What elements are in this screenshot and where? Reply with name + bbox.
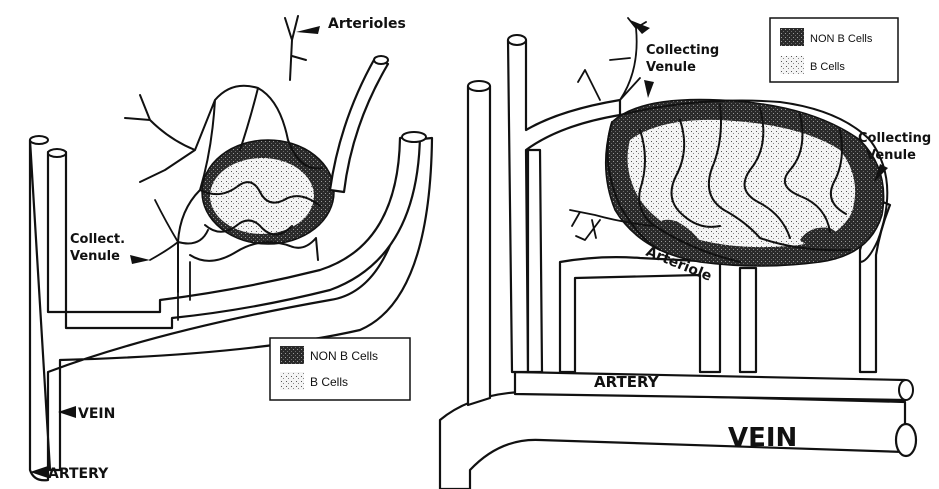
right-label-vein: VEIN [728,423,797,453]
right-label-collecting-top-line1: Collecting [646,43,719,58]
right-vein-opening [896,424,916,456]
right-arrow-collecting-top [630,20,650,34]
right-vertical-vein [468,86,490,405]
right-panel: Collecting Venule Collecting Venule Arte… [440,18,931,489]
right-legend-swatch-b [780,56,804,74]
right-vertical-vein-opening [468,81,490,91]
left-vein-opening [30,136,48,144]
left-label-artery: ARTERY [48,466,109,482]
left-arteriole-tube [330,58,388,192]
right-label-collecting-top-line2: Venule [646,60,696,75]
right-artery-vessel [515,372,905,400]
left-arrow-collect-venule [130,255,150,264]
right-legend: NON B Cells B Cells [770,18,898,82]
right-label-artery: ARTERY [594,373,660,391]
left-label-arterioles: Arterioles [328,16,406,32]
right-vein-vessel [440,392,905,489]
left-right-vessel-opening [402,132,426,142]
left-legend-swatch-b [280,372,304,390]
left-legend-swatch-non-b [280,346,304,364]
right-label-collecting-right-line1: Collecting [858,131,931,146]
left-legend-label-b: B Cells [310,375,348,389]
left-legend-label-non-b: NON B Cells [310,349,378,363]
right-arrow-collecting-top-lower [644,80,654,98]
left-arrow-arterioles [296,26,320,34]
right-vertical-artery-opening [508,35,526,45]
right-legend-label-b: B Cells [810,61,845,73]
left-arteriole-opening [374,56,388,64]
right-artery-opening [899,380,913,400]
left-label-vein: VEIN [78,406,115,422]
left-legend: NON B Cells B Cells [270,338,410,400]
left-label-collect-line1: Collect. [70,232,125,247]
right-legend-swatch-non-b [780,28,804,46]
left-artery-opening [48,149,66,157]
left-panel: Arterioles Collect. Venule VEIN ARTERY N… [30,16,432,482]
right-label-collecting-right-line2: Venule [866,148,916,163]
left-label-collect-line2: Venule [70,249,120,264]
right-legend-label-non-b: NON B Cells [810,33,873,45]
